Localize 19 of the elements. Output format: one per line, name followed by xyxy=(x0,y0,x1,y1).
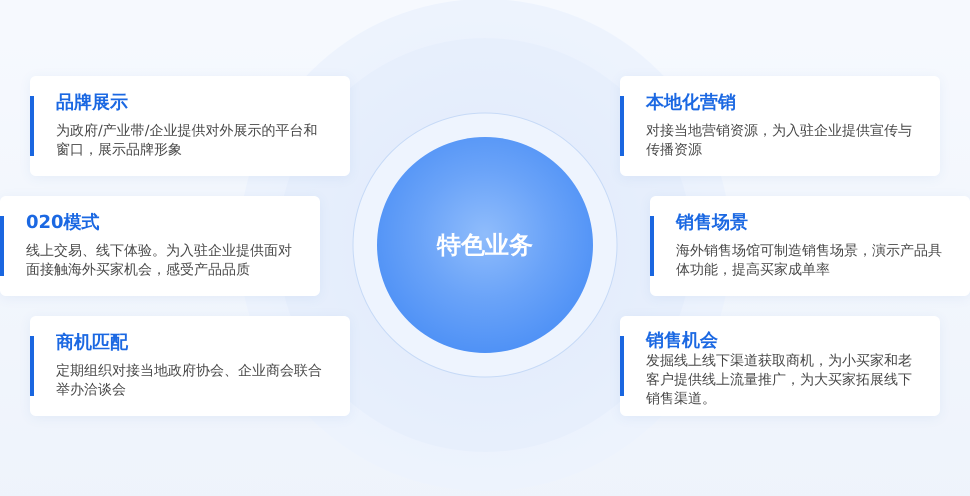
card-heading: 销售机会 xyxy=(646,330,718,352)
card-text: 海外销售场馆可制造销售场景，演示产品具体功能，提高买家成单率 xyxy=(676,242,943,280)
service-card xyxy=(620,76,940,176)
card-heading: 品牌展示 xyxy=(56,92,128,114)
card-heading: 商机匹配 xyxy=(56,332,128,354)
card-text: 为政府/产业带/企业提供对外展示的平台和窗口，展示品牌形象 xyxy=(56,122,318,160)
card-heading: 020模式 xyxy=(26,212,100,234)
service-card xyxy=(30,76,350,176)
card-heading: 销售场景 xyxy=(676,212,748,234)
card-heading: 本地化营销 xyxy=(646,92,736,114)
service-card xyxy=(650,196,970,296)
card-text: 线上交易、线下体验。为入驻企业提供面对面接触海外买家机会，感受产品品质 xyxy=(26,242,293,280)
card-text: 对接当地营销资源，为入驻企业提供宣传与传播资源 xyxy=(646,122,913,160)
service-card xyxy=(0,196,320,296)
service-card xyxy=(620,316,940,416)
card-text: 定期组织对接当地政府协会、企业商会联合举办洽谈会 xyxy=(56,362,323,400)
topic-title: 特色业务 xyxy=(436,230,534,260)
card-text: 发掘线上线下渠道获取商机，为小买家和老客户提供线上流量推广，为大买家拓展线下销售渠道。 xyxy=(646,352,913,408)
service-card xyxy=(30,316,350,416)
